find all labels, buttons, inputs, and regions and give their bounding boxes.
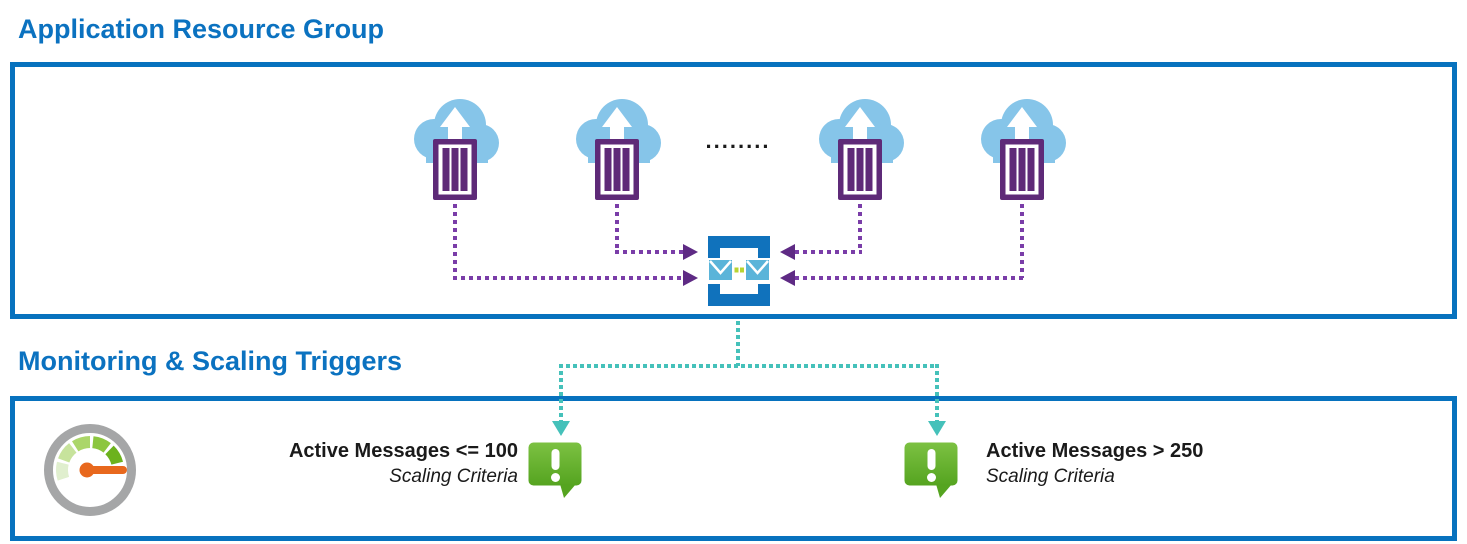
trigger-line bbox=[935, 364, 939, 422]
scale-out-criteria: Active Messages > 250 bbox=[986, 440, 1204, 462]
connector-line bbox=[453, 204, 457, 278]
connector-line bbox=[858, 204, 862, 252]
connector-line bbox=[453, 276, 683, 280]
connector-line bbox=[615, 250, 683, 254]
app-resource-group-title: Application Resource Group bbox=[18, 14, 385, 44]
arrowhead-down-icon bbox=[928, 421, 946, 436]
scale-in-criteria: Active Messages <= 100 bbox=[288, 440, 518, 462]
scaling-alert-icon bbox=[903, 441, 959, 499]
arrowhead-right-icon bbox=[683, 270, 698, 286]
service-bus-queue-icon bbox=[700, 230, 778, 312]
metrics-gauge-icon bbox=[41, 421, 139, 519]
scale-in-trigger-text: Active Messages <= 100 Scaling Criteria bbox=[240, 438, 518, 489]
scale-out-label: Scaling Criteria bbox=[986, 466, 1115, 487]
connector-line bbox=[795, 276, 1024, 280]
arrowhead-left-icon bbox=[780, 270, 795, 286]
monitoring-triggers-box bbox=[10, 396, 1457, 541]
trigger-line bbox=[559, 364, 563, 422]
arrowhead-right-icon bbox=[683, 244, 698, 260]
application-resource-group-box bbox=[10, 62, 1457, 319]
cloud-container-upload-icon bbox=[977, 95, 1067, 205]
connector-line bbox=[1020, 204, 1024, 278]
cloud-container-upload-icon bbox=[572, 95, 662, 205]
scaling-alert-icon bbox=[527, 441, 583, 499]
connector-line bbox=[795, 250, 862, 254]
arrowhead-left-icon bbox=[780, 244, 795, 260]
connector-line bbox=[615, 204, 619, 252]
scale-in-label: Scaling Criteria bbox=[389, 466, 518, 487]
more-instances-ellipsis: ........ bbox=[705, 128, 771, 153]
scale-out-trigger-text: Active Messages > 250 Scaling Criteria bbox=[986, 438, 1286, 489]
cloud-container-upload-icon bbox=[815, 95, 905, 205]
trigger-line bbox=[736, 321, 740, 366]
cloud-container-upload-icon bbox=[410, 95, 500, 205]
arrowhead-down-icon bbox=[552, 421, 570, 436]
trigger-line bbox=[559, 364, 939, 368]
monitoring-triggers-title: Monitoring & Scaling Triggers bbox=[18, 346, 403, 376]
